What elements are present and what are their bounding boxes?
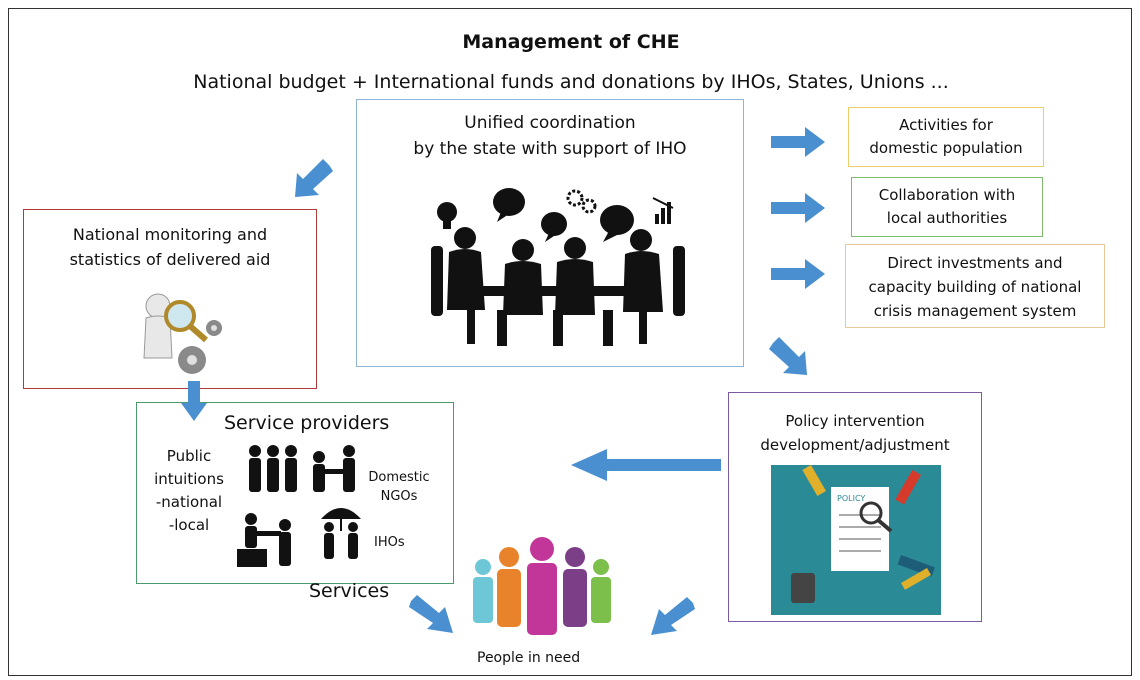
coordination-label-line1: Unified coordination: [464, 113, 636, 133]
collaboration-label-line1: Collaboration with: [878, 186, 1016, 204]
arrow-down-to-providers: [181, 381, 207, 421]
investments-label-line3: crisis management system: [873, 302, 1077, 320]
ngo-label-line1: Domestic: [368, 470, 430, 485]
arrow-to-policy: [769, 337, 807, 375]
arrow-policy-to-people: [651, 597, 695, 635]
magnifier-gear-icon: [143, 293, 222, 374]
umbrella-people-icon: [321, 508, 361, 559]
ihos-label: IHOs: [374, 535, 405, 550]
arrow-to-activities: [771, 127, 825, 157]
monitoring-box: National monitoring and statistics of de…: [23, 209, 317, 389]
climbing-help-icon: [237, 513, 291, 567]
policy-label-line1: Policy intervention: [785, 412, 925, 430]
public-label-line2: intuitions: [154, 470, 224, 488]
policy-label-line2: development/adjustment: [760, 436, 950, 454]
services-label: Services: [309, 580, 390, 602]
activities-label-line1: Activities for: [899, 116, 993, 134]
public-label-line1: Public: [166, 447, 212, 465]
arrow-to-collaboration: [771, 193, 825, 223]
public-label-line3: -national: [155, 493, 223, 511]
service-providers-title: Service providers: [224, 412, 390, 434]
arrow-to-monitoring: [295, 159, 333, 197]
domestic-ngos-label: Domestic NGOs: [364, 468, 434, 506]
collaboration-box: Collaboration with local authorities: [851, 177, 1043, 237]
collaboration-label-line2: local authorities: [886, 209, 1008, 227]
policy-document-icon: POLICY: [771, 465, 941, 615]
arrow-to-providers: [571, 449, 721, 481]
activities-label-line2: domestic population: [869, 139, 1023, 157]
policy-box: Policy intervention development/adjustme…: [728, 392, 982, 622]
people-in-need-icon: [473, 537, 611, 635]
coordination-label-line2: by the state with support of IHO: [413, 139, 687, 159]
arrow-to-investments: [771, 259, 825, 289]
meeting-icon: [431, 188, 685, 346]
coordination-box: Unified coordination by the state with s…: [356, 99, 744, 367]
helping-hands-icon: [313, 445, 355, 492]
arrow-services-to-people: [409, 595, 453, 633]
monitoring-label-line1: National monitoring and: [72, 225, 268, 244]
diagram-title: Management of CHE: [462, 31, 680, 53]
investments-label-line2: capacity building of national: [868, 278, 1082, 296]
people-in-need-label: People in need: [477, 650, 581, 666]
ngo-label-line2: NGOs: [380, 489, 418, 504]
diagram-frame: Management of CHE National budget + Inte…: [8, 8, 1132, 676]
investments-box: Direct investments and capacity building…: [845, 244, 1105, 328]
funding-subtitle: National budget + International funds an…: [193, 71, 949, 93]
monitoring-label-line2: statistics of delivered aid: [69, 250, 271, 269]
investments-label-line1: Direct investments and: [887, 254, 1063, 272]
public-institutions-label: Public intuitions -national -local: [144, 445, 234, 537]
service-providers-box: [136, 402, 454, 584]
group-people-icon: [249, 445, 297, 492]
activities-box: Activities for domestic population: [848, 107, 1044, 167]
public-label-line4: -local: [168, 516, 210, 534]
policy-doc-label: POLICY: [837, 494, 865, 503]
